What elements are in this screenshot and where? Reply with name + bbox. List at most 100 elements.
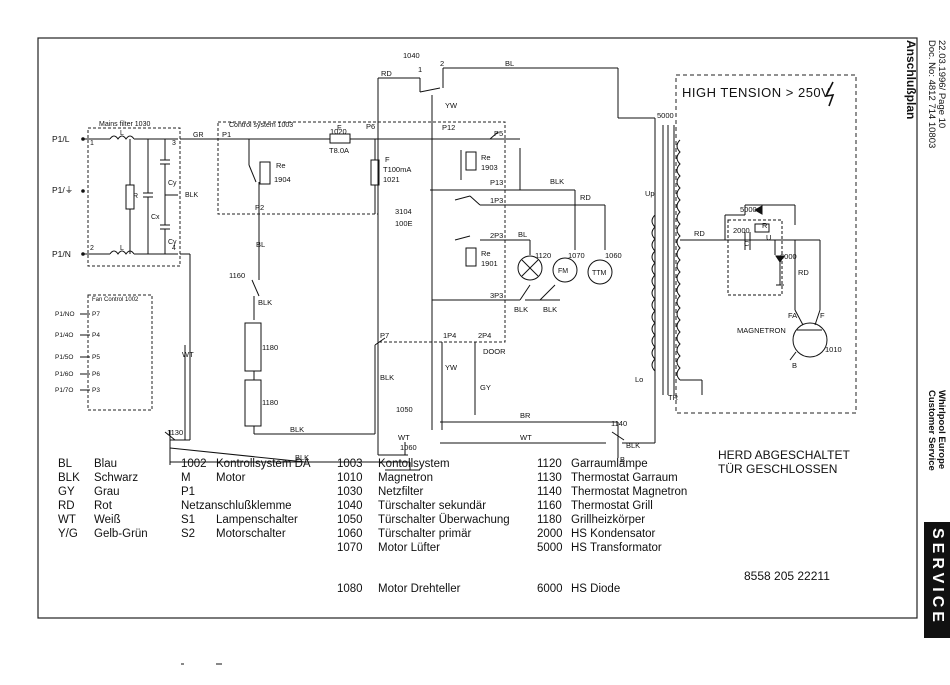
fan-control-terminals: P1/NO P1/4O P1/5O P1/6O P1/7O P7 P4 P5 P… xyxy=(55,311,100,394)
legend-part-name: Thermostat Magnetron xyxy=(571,486,688,498)
svg-text:T8.0A: T8.0A xyxy=(329,146,349,155)
svg-text:GY: GY xyxy=(480,383,491,392)
svg-text:P7: P7 xyxy=(92,311,100,318)
legend-part-code: 1030 xyxy=(337,486,363,498)
svg-text:Cx: Cx xyxy=(151,214,160,221)
svg-text:R: R xyxy=(133,193,138,200)
legend-part-code: S2 xyxy=(181,528,196,540)
svg-text:2: 2 xyxy=(90,245,94,252)
svg-text:RD: RD xyxy=(580,193,591,202)
legend-part-code: 1070 xyxy=(337,542,363,554)
svg-text:F: F xyxy=(385,155,390,164)
legend-part-code: 1060 xyxy=(337,528,363,540)
svg-text:BLK: BLK xyxy=(290,425,304,434)
svg-text:1180: 1180 xyxy=(262,343,278,352)
diagram-texts: P1 F 1020 T8.0A P6 Re 1904 F T100mA 1021… xyxy=(167,51,842,464)
legend-part-name: HS Kondensator xyxy=(571,528,656,540)
svg-text:U: U xyxy=(766,233,771,242)
svg-text:2: 2 xyxy=(440,59,444,68)
brand-name: Whirlpool Europe xyxy=(936,390,947,470)
control-system-label: Control system 1003 xyxy=(229,122,293,129)
svg-text:L: L xyxy=(120,130,124,137)
high-tension-box xyxy=(675,74,857,414)
fan-control-box xyxy=(87,294,153,411)
svg-text:1040: 1040 xyxy=(403,51,420,60)
svg-text:YW: YW xyxy=(445,101,458,110)
svg-text:P2: P2 xyxy=(255,203,264,212)
drawing-frame xyxy=(37,37,918,619)
legend-color-name: Blau xyxy=(94,458,118,470)
legend-part-code: 1010 xyxy=(337,472,363,484)
svg-text:1903: 1903 xyxy=(481,163,498,172)
svg-text:TR: TR xyxy=(668,393,679,402)
svg-text:1: 1 xyxy=(418,65,422,74)
svg-text:1021: 1021 xyxy=(383,175,400,184)
legend-part-name: Netzfilter xyxy=(378,486,424,498)
legend-part-name: Thermostat Garraum xyxy=(571,472,678,484)
legend-part-name: Türschalter primär xyxy=(378,528,472,540)
svg-text:3P3: 3P3 xyxy=(490,291,503,300)
mains-filter-texts: L L R Cx Cy Cy 1 3 2 4 BLK GR xyxy=(90,130,204,252)
svg-text:P1/5O: P1/5O xyxy=(55,354,73,361)
legend-color-name: Weiß xyxy=(94,514,121,526)
svg-text:P12: P12 xyxy=(442,123,455,132)
legend-part-code: 1080 xyxy=(337,583,363,594)
svg-text:1060: 1060 xyxy=(400,443,417,452)
svg-text:WT: WT xyxy=(520,433,532,442)
legend-color-code: GY xyxy=(58,486,75,498)
svg-text:1140: 1140 xyxy=(611,419,627,428)
legend-color-code: BL xyxy=(58,458,73,470)
svg-text:1180: 1180 xyxy=(262,398,278,407)
legend-part-name: Kontollsystem xyxy=(378,458,450,470)
legend-part-code: P1 xyxy=(181,486,196,498)
legend-part-name: Motor Lüfter xyxy=(378,542,440,554)
svg-text:2P4: 2P4 xyxy=(478,331,491,340)
svg-text:Re: Re xyxy=(481,249,491,258)
svg-text:1130: 1130 xyxy=(167,428,183,437)
svg-text:BR: BR xyxy=(520,411,531,420)
legend-part-name: HS Transformator xyxy=(571,542,662,554)
svg-text:P1/4O: P1/4O xyxy=(55,332,73,339)
legend-parts-c: 1120 Garraumlampe 1130 Thermostat Garrau… xyxy=(530,456,730,594)
svg-text:F: F xyxy=(820,311,825,320)
svg-text:1050: 1050 xyxy=(396,405,413,414)
svg-text:Re: Re xyxy=(276,161,286,170)
legend-part-code: 1140 xyxy=(537,486,562,498)
svg-text:BLK: BLK xyxy=(258,298,272,307)
legend-part-code: 2000 xyxy=(537,528,563,540)
legend-part-name: Motor xyxy=(216,472,246,484)
header-date-page: 22.03.1996/ Page 10 xyxy=(936,40,947,129)
svg-text:F: F xyxy=(337,123,342,132)
svg-text:P6: P6 xyxy=(366,122,375,131)
legend-part-code: 1160 xyxy=(537,500,562,512)
svg-text:RD: RD xyxy=(798,268,809,277)
legend-color-name: Gelb-Grün xyxy=(94,528,148,540)
mains-filter-internals xyxy=(83,135,218,255)
svg-text:BLK: BLK xyxy=(626,441,640,450)
svg-text:P5: P5 xyxy=(494,129,503,138)
svg-text:P4: P4 xyxy=(92,332,100,339)
legend-part-name: Kontrollsystem DA xyxy=(216,458,311,470)
legend-part-name: HS Diode xyxy=(571,583,621,594)
svg-text:BLK: BLK xyxy=(543,305,557,314)
svg-text:GR: GR xyxy=(193,132,204,139)
svg-text:FM: FM xyxy=(558,268,568,275)
svg-text:Cy: Cy xyxy=(168,239,177,246)
svg-text:MAGNETRON: MAGNETRON xyxy=(737,326,786,335)
svg-text:Cy: Cy xyxy=(168,180,177,187)
legend-part-name: Türschalter Überwachung xyxy=(378,514,510,526)
legend-part-code: 6000 xyxy=(537,583,563,594)
svg-text:YW: YW xyxy=(445,363,458,372)
svg-text:1060: 1060 xyxy=(605,251,622,260)
svg-text:L: L xyxy=(120,245,124,252)
svg-text:100E: 100E xyxy=(395,219,413,228)
service-banner xyxy=(924,522,950,638)
legend-part-code: 5000 xyxy=(537,542,563,554)
svg-text:1904: 1904 xyxy=(274,175,291,184)
svg-text:5000: 5000 xyxy=(740,205,757,214)
high-tension-label: HIGH TENSION > 250V xyxy=(682,85,830,100)
svg-text:P13: P13 xyxy=(490,178,503,187)
legend-part-code: 1002 xyxy=(181,458,207,470)
svg-text:1070: 1070 xyxy=(568,251,585,260)
mains-filter-box xyxy=(87,127,181,267)
